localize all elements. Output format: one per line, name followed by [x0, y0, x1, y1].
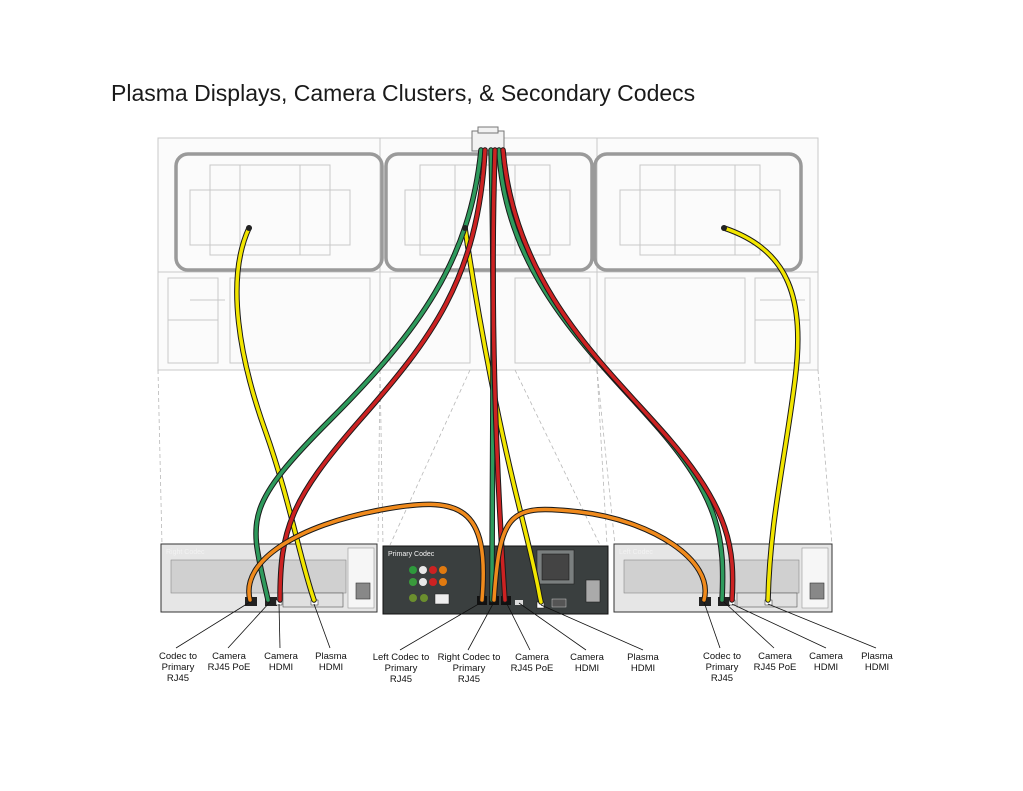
plasma-bezels [174, 152, 803, 272]
callout-primary-right-codec: Right Codec to Primary RJ45 [437, 652, 501, 685]
cable-left-plasma-hdmi [722, 226, 800, 602]
leader-lines [175, 601, 877, 651]
cable-left-camera-hdmi [501, 148, 735, 602]
callout-primary-camera-rj45: Camera RJ45 PoE [510, 652, 554, 674]
cable-right-camera-rj45 [254, 148, 483, 602]
callout-right-camera-rj45: Camera RJ45 PoE [207, 651, 251, 673]
cable-left-codec-to-primary [492, 507, 707, 602]
cable-center-plasma-hdmi [463, 226, 543, 604]
left-codec-label: Left Codec [619, 549, 653, 556]
callout-left-plasma-hdmi: Plasma HDMI [861, 651, 893, 673]
callout-right-codec-to-primary: Codec to Primary RJ45 [158, 651, 198, 684]
cable-right-plasma-hdmi [235, 226, 316, 602]
right-codec-label: Right Codec [166, 549, 205, 556]
callout-right-plasma-hdmi: Plasma HDMI [315, 651, 347, 673]
plasma-left-bezel [593, 152, 803, 272]
plasma-right-bezel [174, 152, 384, 272]
camera-cluster [471, 126, 505, 152]
cable-right-camera-hdmi [278, 148, 487, 602]
plasma-wall [157, 137, 819, 371]
callout-left-camera-hdmi: Camera HDMI [809, 651, 843, 673]
cable-right-codec-to-primary [247, 502, 485, 602]
callout-primary-camera-hdmi: Camera HDMI [570, 652, 604, 674]
page-title: Plasma Displays, Camera Clusters, & Seco… [111, 80, 696, 106]
callout-primary-plasma-hdmi: Plasma HDMI [627, 652, 659, 674]
callout-left-camera-rj45: Camera RJ45 PoE [753, 651, 797, 673]
primary-codec-label: Primary Codec [388, 551, 435, 558]
cables [234, 147, 801, 605]
plasma-connectors [246, 225, 727, 231]
callout-left-codec-to-primary: Codec to Primary RJ45 [702, 651, 742, 684]
callout-primary-left-codec: Left Codec to Primary RJ45 [372, 652, 430, 685]
callout-right-camera-hdmi: Camera HDMI [264, 651, 298, 673]
